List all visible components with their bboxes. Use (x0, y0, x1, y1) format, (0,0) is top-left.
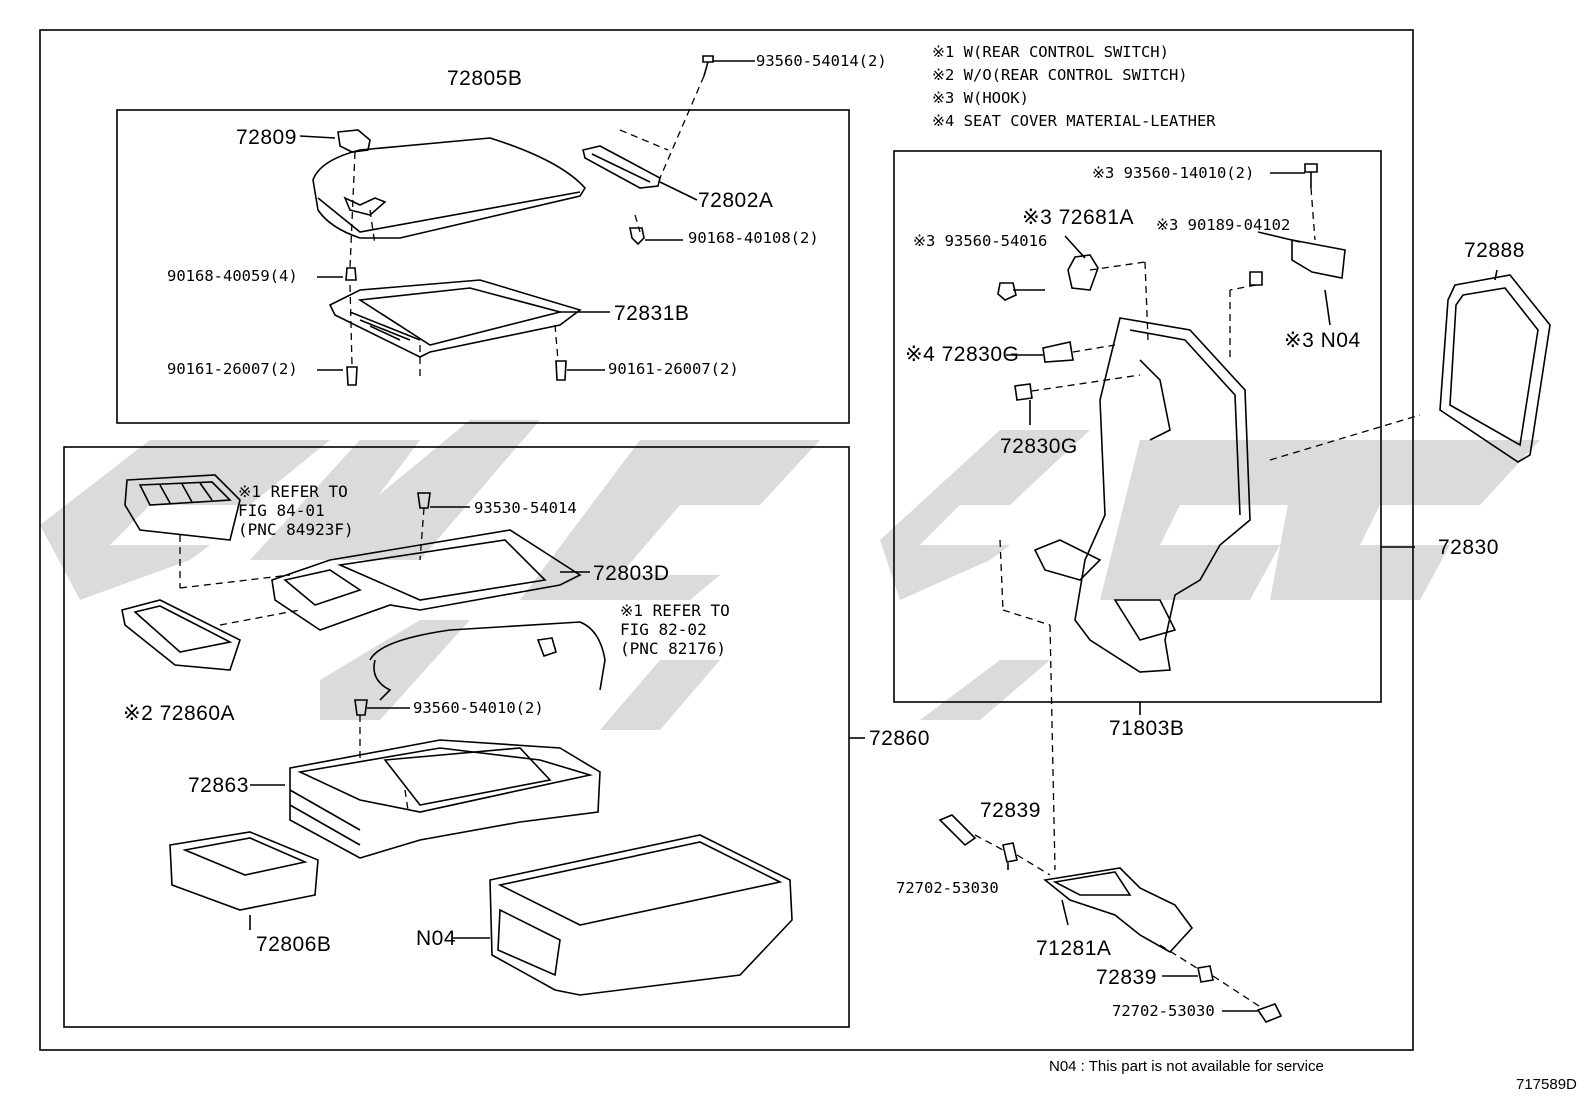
label-90161-26007-right: 90161-26007(2) (608, 360, 739, 378)
label-71803B: 71803B (1109, 717, 1185, 740)
outer-frame (39, 29, 1414, 1051)
label-90189-04102: ※3 90189-04102 (1156, 216, 1291, 234)
label-N04-box: N04 (416, 927, 457, 950)
label-72830G-bottom: 72830G (1000, 435, 1078, 458)
note-1: ※1 W(REAR CONTROL SWITCH) (932, 43, 1169, 61)
label-72888: 72888 (1464, 239, 1525, 262)
label-72860: 72860 (869, 727, 930, 750)
label-93530-54014: 93530-54014 (474, 499, 577, 517)
label-72863: 72863 (188, 774, 249, 797)
label-90168-40059: 90168-40059(4) (167, 267, 298, 285)
label-71281A: 71281A (1036, 937, 1112, 960)
label-72805B: 72805B (447, 67, 523, 90)
drawing-code: 717589D (1516, 1076, 1577, 1093)
label-93560-54014: 93560-54014(2) (756, 52, 887, 70)
note-2: ※2 W/O(REAR CONTROL SWITCH) (932, 66, 1188, 84)
refer-fig-84-01: ※1 REFER TO FIG 84-01 (PNC 84923F) (238, 482, 354, 539)
label-90161-26007-left: 90161-26007(2) (167, 360, 298, 378)
label-72830G-top: ※4 72830G (905, 343, 1020, 366)
label-72839-bottom: 72839 (1096, 966, 1157, 989)
label-72839-top: 72839 (980, 799, 1041, 822)
right-frame (893, 150, 1382, 703)
watermark-logo (40, 420, 1540, 730)
label-N04-hook: ※3 N04 (1284, 329, 1361, 352)
label-90168-40108: 90168-40108(2) (688, 229, 819, 247)
label-72809: 72809 (236, 126, 297, 149)
label-72830: 72830 (1438, 536, 1499, 559)
label-72702-53030-right: 72702-53030 (1112, 1002, 1215, 1020)
label-72803D: 72803D (593, 562, 670, 585)
label-93560-54016: ※3 93560-54016 (913, 232, 1048, 250)
label-72806B: 72806B (256, 933, 332, 956)
notes-block: ※1 W(REAR CONTROL SWITCH) ※2 W/O(REAR CO… (932, 41, 1216, 133)
top-left-frame (116, 109, 850, 424)
bottom-left-frame (63, 446, 850, 1028)
footer-note: N04 : This part is not available for ser… (1049, 1058, 1324, 1075)
label-72831B: 72831B (614, 302, 690, 325)
note-3: ※3 W(HOOK) (932, 89, 1029, 107)
label-93560-54010: 93560-54010(2) (413, 699, 544, 717)
refer-fig-82-02: ※1 REFER TO FIG 82-02 (PNC 82176) (620, 601, 730, 658)
label-72860A: ※2 72860A (123, 702, 236, 725)
label-72702-53030-left: 72702-53030 (896, 879, 999, 897)
label-93560-14010: ※3 93560-14010(2) (1092, 164, 1255, 182)
label-72802A: 72802A (698, 189, 774, 212)
label-72681A: ※3 72681A (1022, 206, 1135, 229)
note-4: ※4 SEAT COVER MATERIAL-LEATHER (932, 112, 1216, 130)
